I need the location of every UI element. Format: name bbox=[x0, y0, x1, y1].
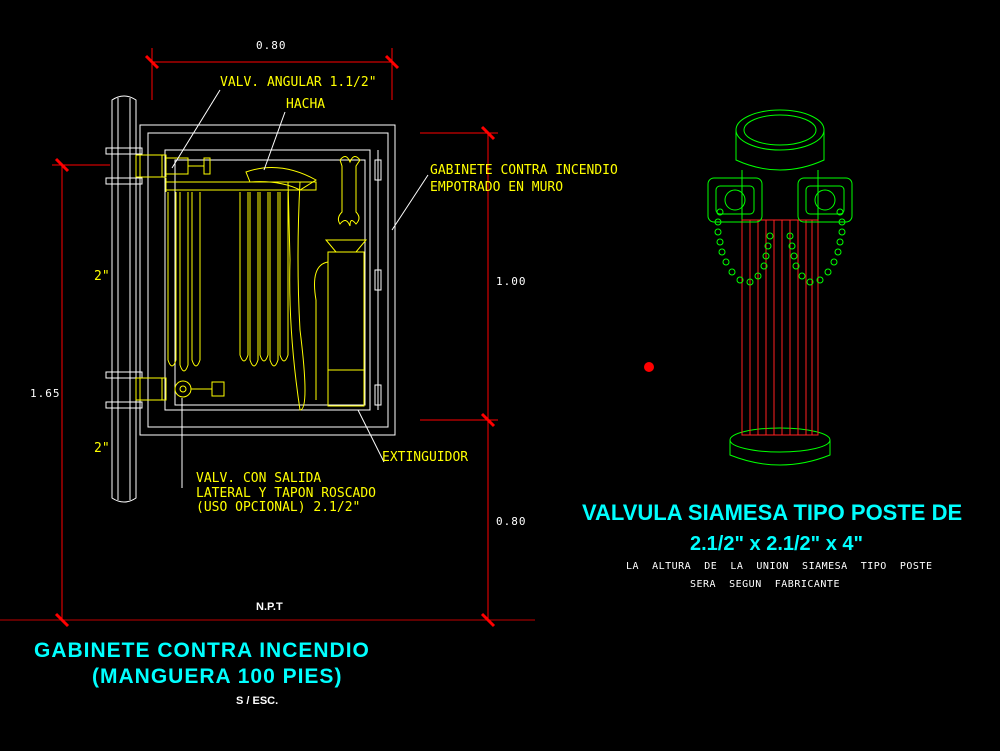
marker-dot bbox=[644, 362, 654, 372]
angle-valve bbox=[135, 154, 211, 192]
siamese-note-line1: LA ALTURA DE LA UNION SIAMESA TIPO POSTE bbox=[626, 561, 933, 572]
leader-lines bbox=[171, 89, 429, 488]
cabinet-scale: S / ESC. bbox=[236, 695, 279, 707]
riser-pipe bbox=[105, 95, 143, 503]
siamese-title-line1: VALVULA SIAMESA TIPO POSTE DE bbox=[582, 500, 963, 525]
callout-outlet-valve-line3: (USO OPCIONAL) 2.1/2" bbox=[196, 500, 361, 515]
pipe-size-lower: 2" bbox=[94, 441, 110, 456]
callout-outlet-valve-line2: LATERAL Y TAPON ROSCADO bbox=[196, 486, 377, 501]
pipe-size-upper: 2" bbox=[94, 269, 110, 284]
hose-rack bbox=[165, 181, 317, 372]
cabinet-title-line2: (MANGUERA 100 PIES) bbox=[92, 665, 343, 688]
dimension-lines bbox=[0, 48, 535, 621]
siamese-hydrant bbox=[707, 109, 853, 466]
callout-cabinet-line1: GABINETE CONTRA INCENDIO bbox=[430, 163, 618, 178]
callout-axe: HACHA bbox=[286, 97, 326, 112]
callout-angle-valve: VALV. ANGULAR 1.1/2" bbox=[220, 75, 377, 90]
callout-cabinet-line2: EMPOTRADO EN MURO bbox=[430, 180, 564, 195]
siamese-note-line2: SERA SEGUN FABRICANTE bbox=[690, 579, 840, 590]
axe bbox=[245, 167, 317, 411]
dim-width: 0.80 bbox=[256, 39, 287, 52]
siamese-title-line2: 2.1/2" x 2.1/2" x 4" bbox=[690, 533, 864, 555]
dim-total-height: 1.65 bbox=[30, 387, 61, 400]
dim-base-height: 0.80 bbox=[496, 515, 527, 528]
extinguisher bbox=[314, 156, 368, 407]
callout-outlet-valve-line1: VALV. CON SALIDA bbox=[196, 471, 322, 486]
outlet-valve bbox=[135, 377, 225, 401]
cabinet-title-line1: GABINETE CONTRA INCENDIO bbox=[34, 639, 370, 662]
dimension-ticks bbox=[54, 54, 496, 628]
fire-cabinet bbox=[139, 124, 396, 436]
floor-label: N.P.T bbox=[256, 601, 283, 613]
callout-extinguisher: EXTINGUIDOR bbox=[382, 450, 469, 465]
hydrant-chains bbox=[714, 208, 846, 286]
dim-cabinet-height: 1.00 bbox=[496, 275, 527, 288]
